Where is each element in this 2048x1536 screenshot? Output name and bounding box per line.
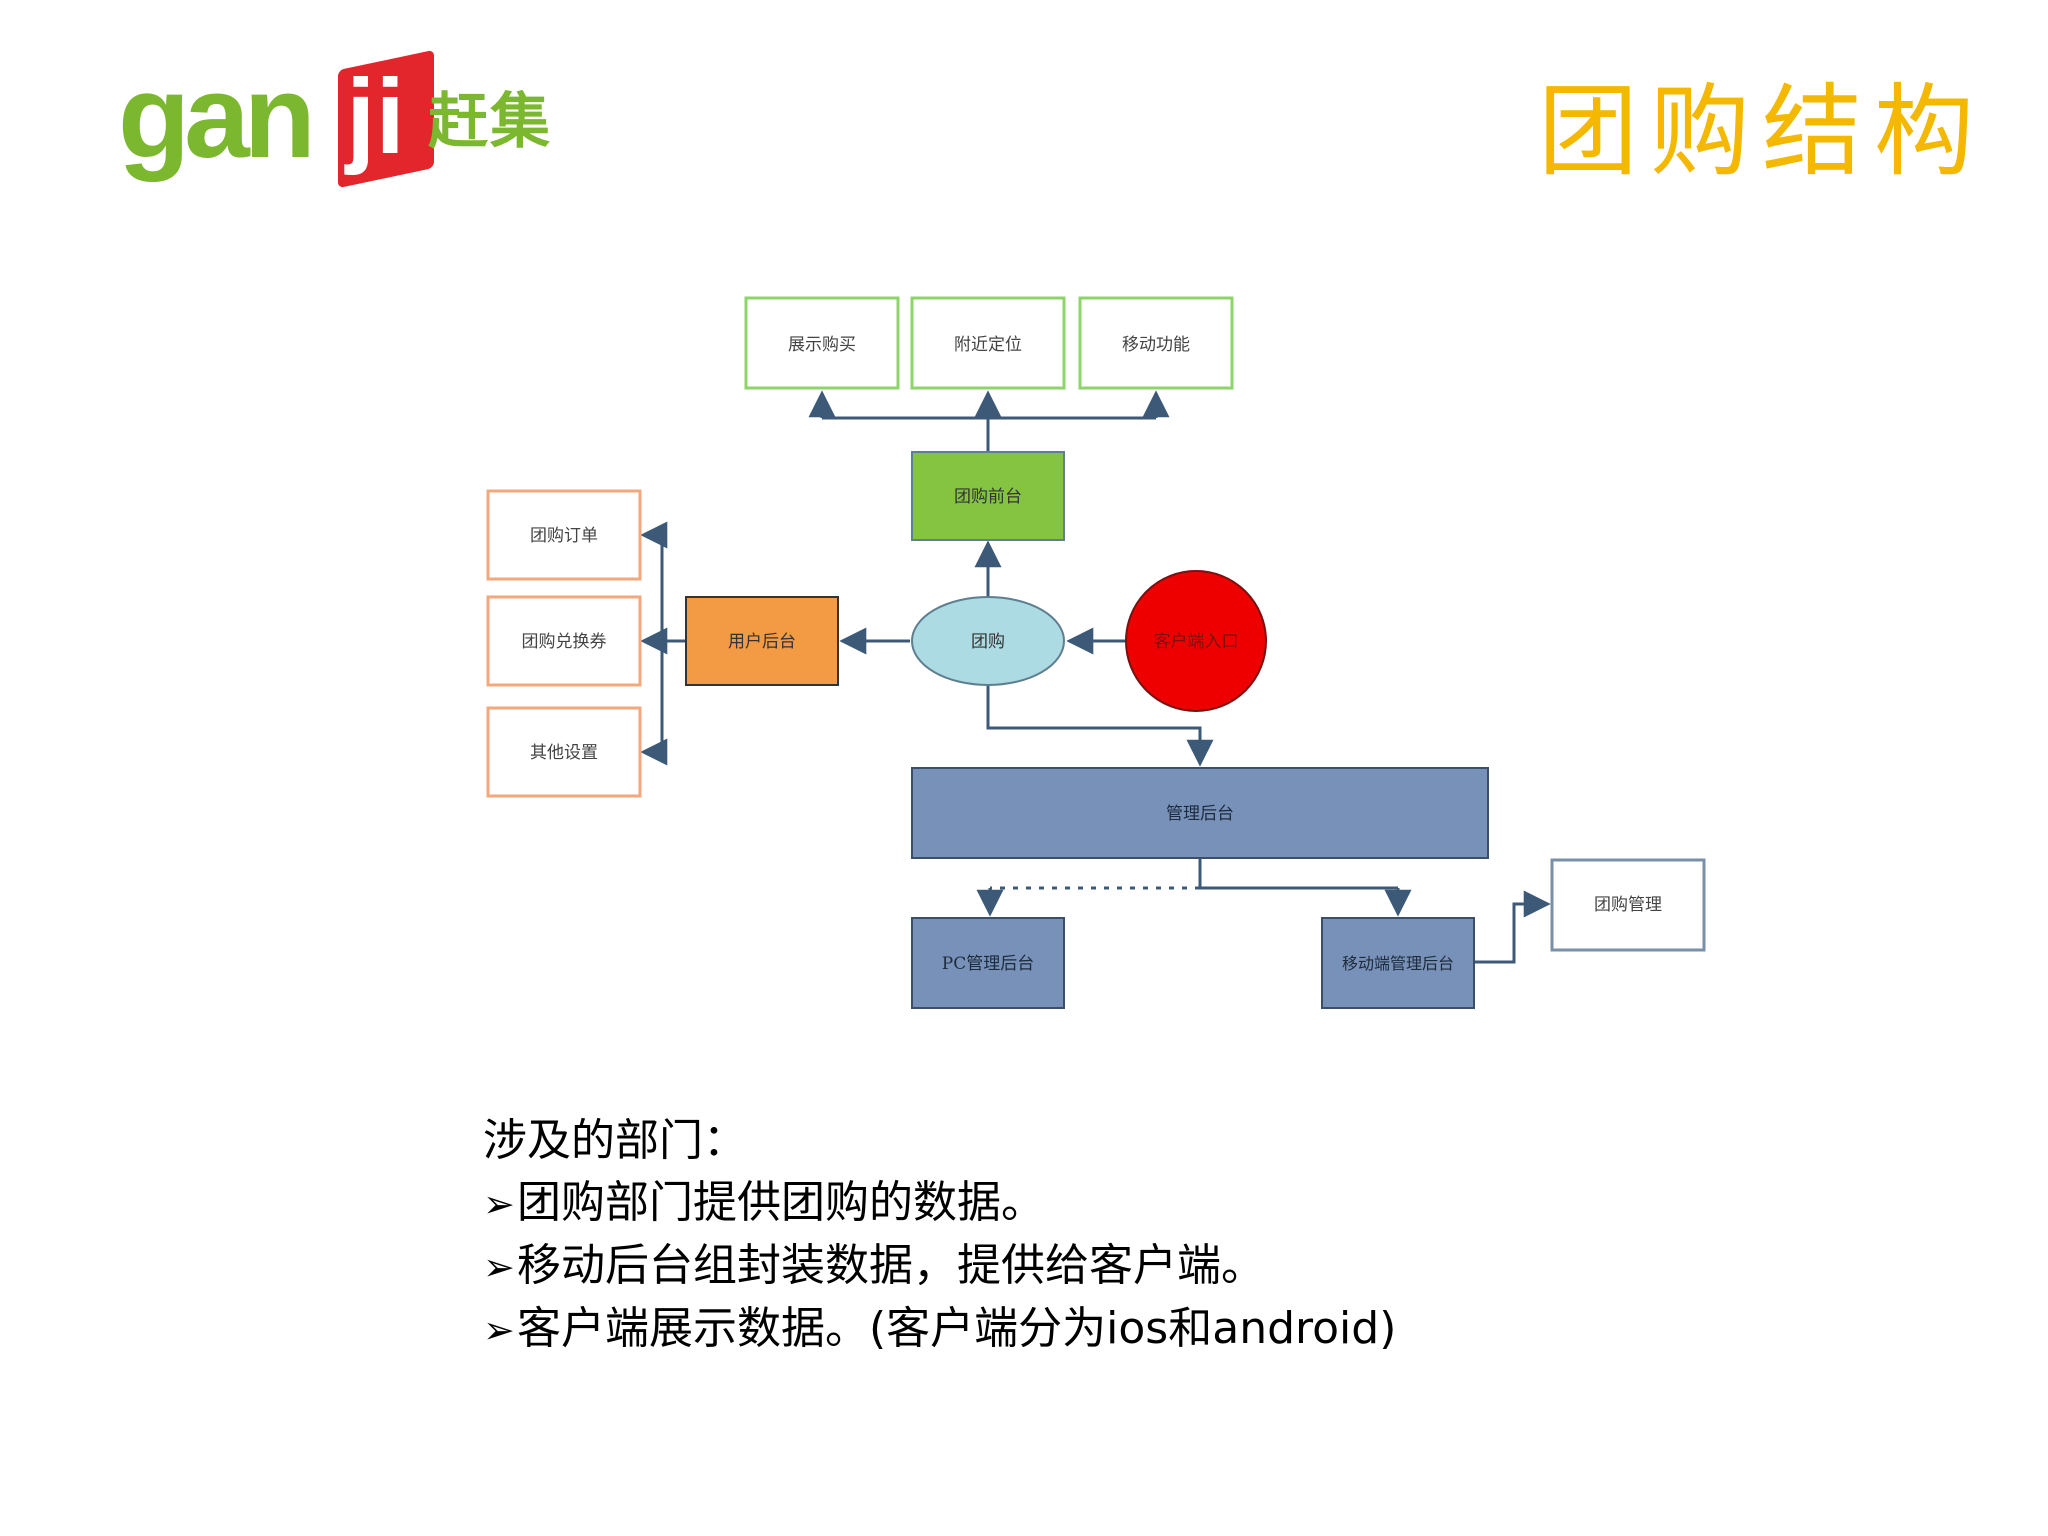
bullet-arrow-icon: ➢ <box>483 1245 515 1289</box>
left-column-boxes: 团购订单 团购兑换券 其他设置 <box>486 489 642 798</box>
top-row-boxes: 展示购买 附近定位 移动功能 <box>744 296 1234 390</box>
box-nearby-location <box>910 296 1066 390</box>
logo-j-text: ji <box>346 58 405 176</box>
node-client-entry <box>1125 570 1267 712</box>
departments-text-block: 涉及的部门： ➢团购部门提供团购的数据。 ➢移动后台组封装数据，提供给客户端。 … <box>483 1110 1396 1361</box>
bullet-text: 客户端展示数据。(客户端分为ios和android) <box>517 1303 1397 1354</box>
slide-title: 团购结构 <box>1538 73 1986 190</box>
box-pc-admin <box>911 917 1065 1009</box>
bullet-text: 移动后台组封装数据，提供给客户端。 <box>517 1240 1265 1291</box>
label-display-buy: 展示购买 <box>788 335 856 355</box>
box-mobile-admin <box>1321 917 1475 1009</box>
label-order: 团购订单 <box>530 526 598 546</box>
departments-heading: 涉及的部门： <box>483 1115 747 1166</box>
bullet-item: ➢团购部门提供团购的数据。 <box>483 1172 1396 1235</box>
logo-latin-text: gan <box>118 51 316 183</box>
box-coupon <box>486 595 642 687</box>
node-center <box>911 596 1065 686</box>
box-order <box>486 489 642 581</box>
arrow-center-to-admin <box>986 684 1214 767</box>
label-other-settings: 其他设置 <box>530 743 598 763</box>
bullet-item: ➢客户端展示数据。(客户端分为ios和android) <box>483 1298 1396 1361</box>
box-frontend <box>911 451 1065 541</box>
arrow-to-group-mgmt <box>1474 890 1551 964</box>
ganji-logo: gan ji 赶集 <box>118 49 598 189</box>
label-pc-admin: PC管理后台 <box>942 954 1034 974</box>
label-nearby-location: 附近定位 <box>954 335 1022 355</box>
box-group-mgmt <box>1550 858 1706 952</box>
label-coupon: 团购兑换券 <box>522 632 607 652</box>
box-other-settings <box>486 706 642 798</box>
label-admin: 管理后台 <box>1166 804 1234 824</box>
box-user-backend <box>685 596 839 686</box>
bullet-arrow-icon: ➢ <box>483 1182 515 1226</box>
box-display-buy <box>744 296 900 390</box>
connector-lines <box>640 390 1551 964</box>
box-mobile-feature <box>1078 296 1234 390</box>
label-center: 团购 <box>971 632 1005 652</box>
bullet-arrow-icon: ➢ <box>483 1308 515 1352</box>
label-client-entry: 客户端入口 <box>1154 632 1239 652</box>
label-mobile-feature: 移动功能 <box>1122 335 1190 355</box>
label-user-backend: 用户后台 <box>728 632 796 652</box>
bullet-text: 团购部门提供团购的数据。 <box>517 1177 1045 1228</box>
label-frontend: 团购前台 <box>954 487 1022 507</box>
label-mobile-admin: 移动端管理后台 <box>1342 954 1454 973</box>
logo-chinese-text: 赶集 <box>428 87 552 157</box>
box-admin <box>911 767 1489 859</box>
label-group-mgmt: 团购管理 <box>1594 895 1662 915</box>
bullet-item: ➢移动后台组封装数据，提供给客户端。 <box>483 1235 1396 1298</box>
